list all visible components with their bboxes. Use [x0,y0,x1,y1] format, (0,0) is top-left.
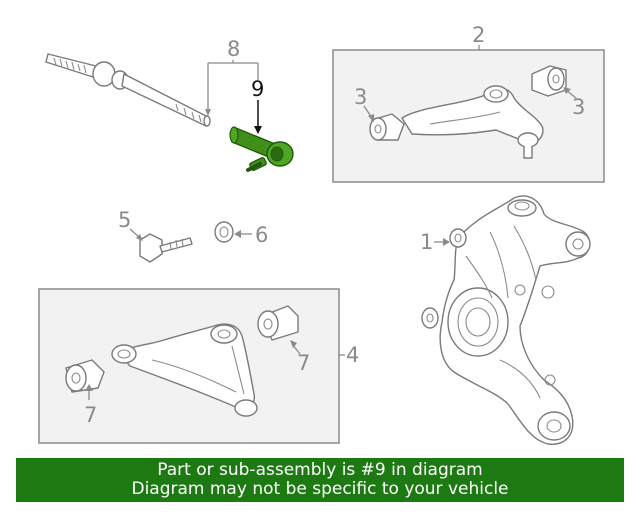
callout-7a-label: 7 [297,351,310,375]
upper-arm-bushing-left[interactable] [369,113,405,141]
callout-2-label: 2 [472,23,485,47]
info-banner: Part or sub-assembly is #9 in diagram Di… [16,458,624,502]
callout-3a-label: 3 [354,85,367,109]
lower-control-arm[interactable] [111,323,258,417]
washer-part-6[interactable] [214,221,234,243]
callout-4-label: 4 [346,343,359,367]
callout-6-label: 6 [255,223,268,247]
callout-7b-label: 7 [84,403,97,427]
parts-diagram: 8 9 2 [38,23,605,445]
callout-8: 8 [205,37,259,116]
callout-9-label: 9 [251,77,264,101]
lower-arm-bushing-left[interactable] [65,359,105,393]
banner-line-1: Part or sub-assembly is #9 in diagram [157,460,483,480]
callout-4: 4 [339,343,359,367]
callout-5-label: 5 [118,208,131,232]
upper-control-arm[interactable] [401,85,544,159]
banner-line-2: Diagram may not be specific to your vehi… [131,479,509,499]
bolt-part-5[interactable] [139,233,193,263]
tie-rod-end-highlighted[interactable] [229,126,294,172]
callout-8-label: 8 [227,37,240,61]
tie-rod-assembly[interactable] [45,53,211,127]
callout-2: 2 [472,23,485,50]
callout-1: 1 [420,230,450,254]
callout-1-label: 1 [420,230,433,254]
callout-9: 9 [251,77,264,134]
callout-5: 5 [118,208,143,241]
callout-3-right: 3 [563,87,585,119]
callout-7-upper: 7 [290,340,310,375]
callout-3b-label: 3 [572,95,585,119]
lower-arm-bushing-right[interactable] [257,305,299,341]
callout-3-left: 3 [354,85,374,122]
steering-knuckle[interactable] [421,195,591,445]
callout-6: 6 [234,223,268,247]
callout-7-lower: 7 [84,384,97,427]
